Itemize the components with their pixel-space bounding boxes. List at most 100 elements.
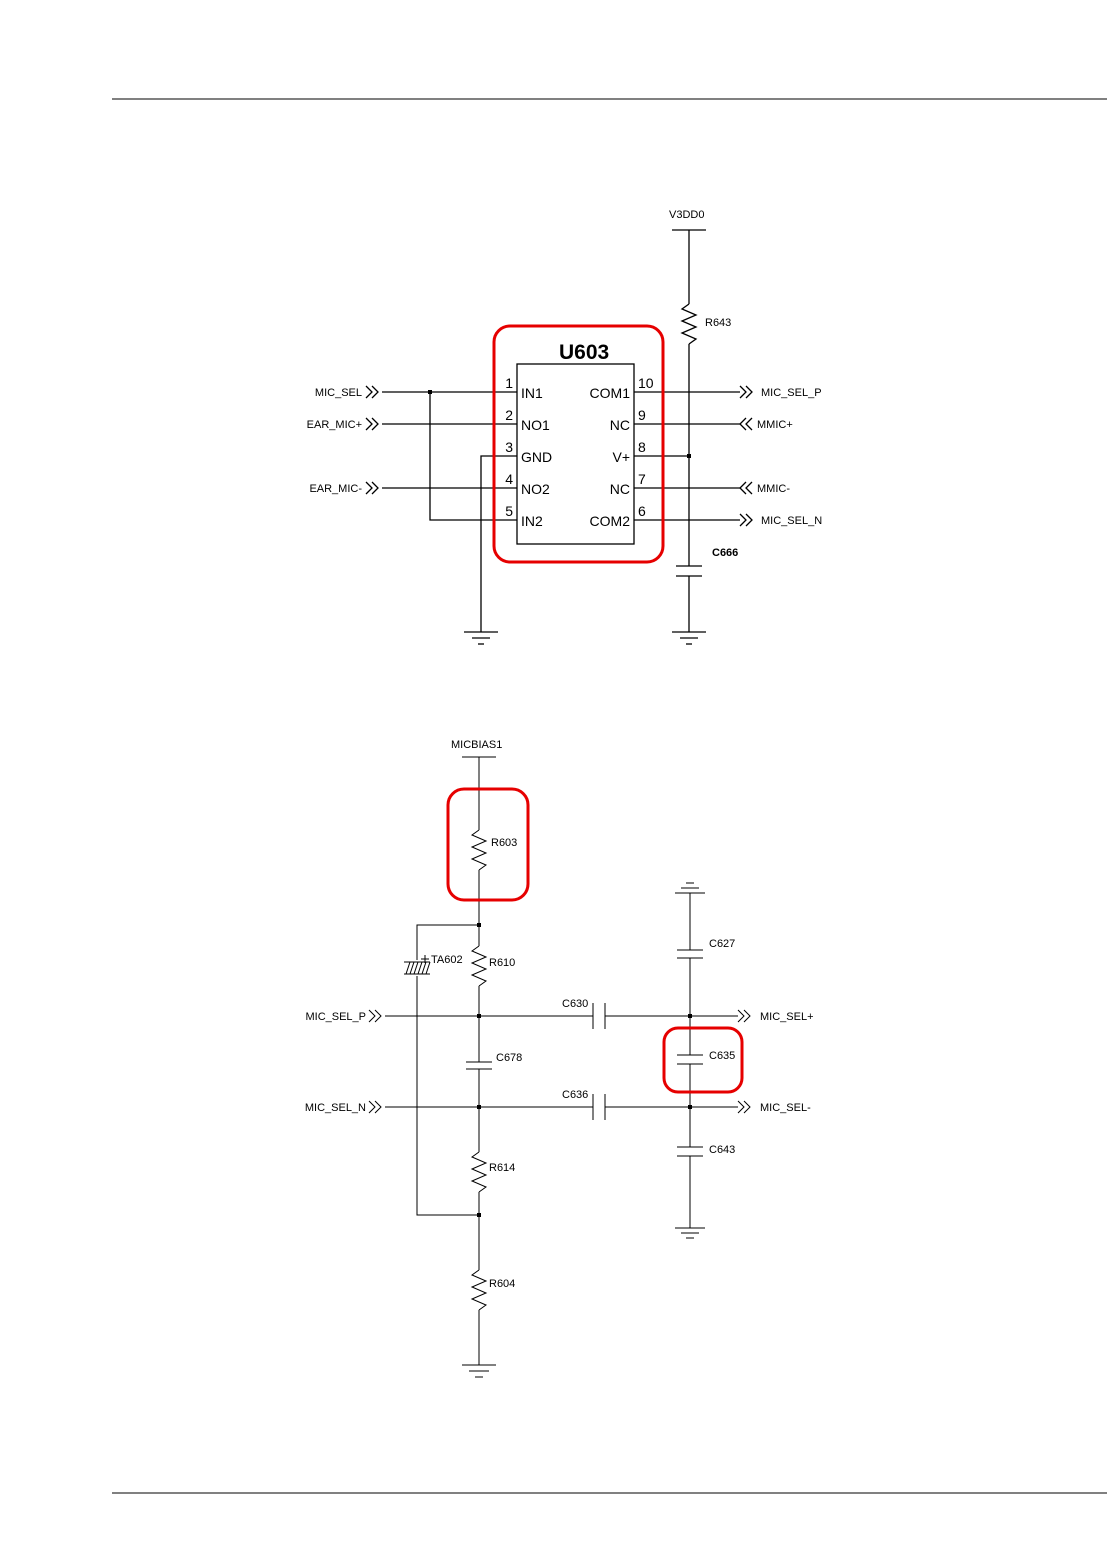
pin-name: NC [610, 417, 630, 433]
connector-arrow-icon [739, 417, 747, 431]
pin-name: GND [521, 449, 552, 465]
resistor-symbol [470, 945, 488, 987]
pin-name: NO2 [521, 481, 550, 497]
connector-ear-mic-n: EAR_MIC- [309, 481, 379, 495]
ground-icon [672, 631, 706, 645]
wire-in2 [429, 392, 517, 521]
net-label: MIC_SEL+ [760, 1011, 814, 1023]
connector-arrow-icon [365, 481, 373, 495]
resistor-symbol [470, 1151, 488, 1193]
connector-in-n: MIC_SEL_N [305, 1100, 382, 1114]
pin-name: NO1 [521, 417, 550, 433]
v3dd0-label: V3DD0 [669, 209, 704, 221]
connector-arrow-icon [365, 417, 373, 431]
r643-label: R643 [705, 317, 731, 329]
c636-label: C636 [562, 1089, 588, 1101]
net-label: MIC_SEL_P [761, 387, 822, 399]
pin-name: COM1 [590, 385, 631, 401]
ta602-tvs-icon [404, 955, 431, 975]
net-label: MMIC- [757, 483, 790, 495]
connector-arrow-icon [739, 513, 747, 527]
pin-number: 4 [505, 471, 513, 487]
c630-label: C630 [562, 998, 588, 1010]
connector-arrow-icon [739, 481, 747, 495]
r604-label: R604 [489, 1278, 515, 1290]
pin-number: 2 [505, 407, 513, 423]
pin-number: 9 [638, 407, 646, 423]
connector-arrow-icon [368, 1100, 376, 1114]
ground-icon [464, 631, 498, 645]
connector-arrow-icon [739, 385, 747, 399]
ta602-label: TA602 [431, 954, 463, 966]
pin-number: 6 [638, 503, 646, 519]
ground-icon [675, 882, 705, 894]
pin-name: IN1 [521, 385, 543, 401]
connector-mmic-p: MMIC+ [739, 417, 793, 431]
pin-number: 1 [505, 375, 513, 391]
connector-mic-sel-p: MIC_SEL_P [739, 385, 822, 399]
connector-mic-sel: MIC_SEL [315, 385, 379, 399]
connector-arrow-icon [737, 1100, 745, 1114]
pin-number: 8 [638, 439, 646, 455]
wire-gnd [480, 455, 517, 632]
u603-highlight [492, 324, 665, 564]
u603-body [516, 363, 635, 545]
connector-out-n: MIC_SEL- [737, 1100, 811, 1114]
junction-dot [688, 1105, 692, 1109]
connector-mic-sel-n: MIC_SEL_N [739, 513, 822, 527]
junction-dot [688, 1014, 692, 1018]
pin-name: NC [610, 481, 630, 497]
c627-label: C627 [709, 938, 735, 950]
net-label: MIC_SEL_N [761, 515, 822, 527]
net-label: EAR_MIC+ [307, 419, 362, 431]
pin-name: IN2 [521, 513, 543, 529]
junction-dot [477, 1213, 481, 1217]
top-schematic: V3DD0 R643 C666 U603 1 IN1 2 NO1 3 [307, 209, 822, 645]
bottom-schematic: MICBIAS1 R603 R610 C678 R614 R604 [305, 739, 814, 1378]
connector-arrow-icon [737, 1009, 745, 1023]
net-label: MIC_SEL [315, 387, 362, 399]
c666-label: C666 [712, 547, 738, 559]
connector-mmic-n: MMIC- [739, 481, 790, 495]
resistor-symbol [470, 829, 488, 871]
connector-ear-mic-p: EAR_MIC+ [307, 417, 379, 431]
r610-label: R610 [489, 957, 515, 969]
ground-icon [675, 1227, 705, 1239]
net-label: MIC_SEL- [760, 1102, 811, 1114]
junction-dot [428, 390, 432, 394]
net-label: MMIC+ [757, 419, 793, 431]
wire-ta602-top [416, 924, 479, 960]
resistor-symbol [470, 1269, 488, 1311]
connector-arrow-icon [365, 385, 373, 399]
junction-dot [687, 454, 691, 458]
pin-number: 3 [505, 439, 513, 455]
c643-label: C643 [709, 1144, 735, 1156]
connector-in-p: MIC_SEL_P [305, 1009, 382, 1023]
micbias-label: MICBIAS1 [451, 739, 502, 751]
v3dd0-supply: V3DD0 [669, 209, 706, 304]
c678-label: C678 [496, 1052, 522, 1064]
resistor-symbol [680, 303, 698, 345]
pin-number: 7 [638, 471, 646, 487]
r614-label: R614 [489, 1162, 515, 1174]
connector-out-p: MIC_SEL+ [737, 1009, 814, 1023]
c635-highlight [662, 1026, 744, 1094]
pin-name: COM2 [590, 513, 631, 529]
pin-number: 5 [505, 503, 513, 519]
net-label: MIC_SEL_N [305, 1102, 366, 1114]
u603-ref: U603 [559, 341, 609, 364]
ground-icon [462, 1364, 496, 1378]
net-label: EAR_MIC- [309, 483, 362, 495]
r643-resistor: R643 [680, 303, 731, 345]
connector-arrow-icon [368, 1009, 376, 1023]
c666-capacitor: C666 [676, 547, 738, 577]
r603-label: R603 [491, 837, 517, 849]
wire-ta602-bottom [416, 976, 479, 1216]
r603-highlight [446, 787, 530, 902]
net-label: MIC_SEL_P [305, 1011, 366, 1023]
c635-label: C635 [709, 1050, 735, 1062]
pin-name: V+ [612, 449, 630, 465]
pin-number: 10 [638, 375, 654, 391]
junction-dot [477, 923, 481, 927]
